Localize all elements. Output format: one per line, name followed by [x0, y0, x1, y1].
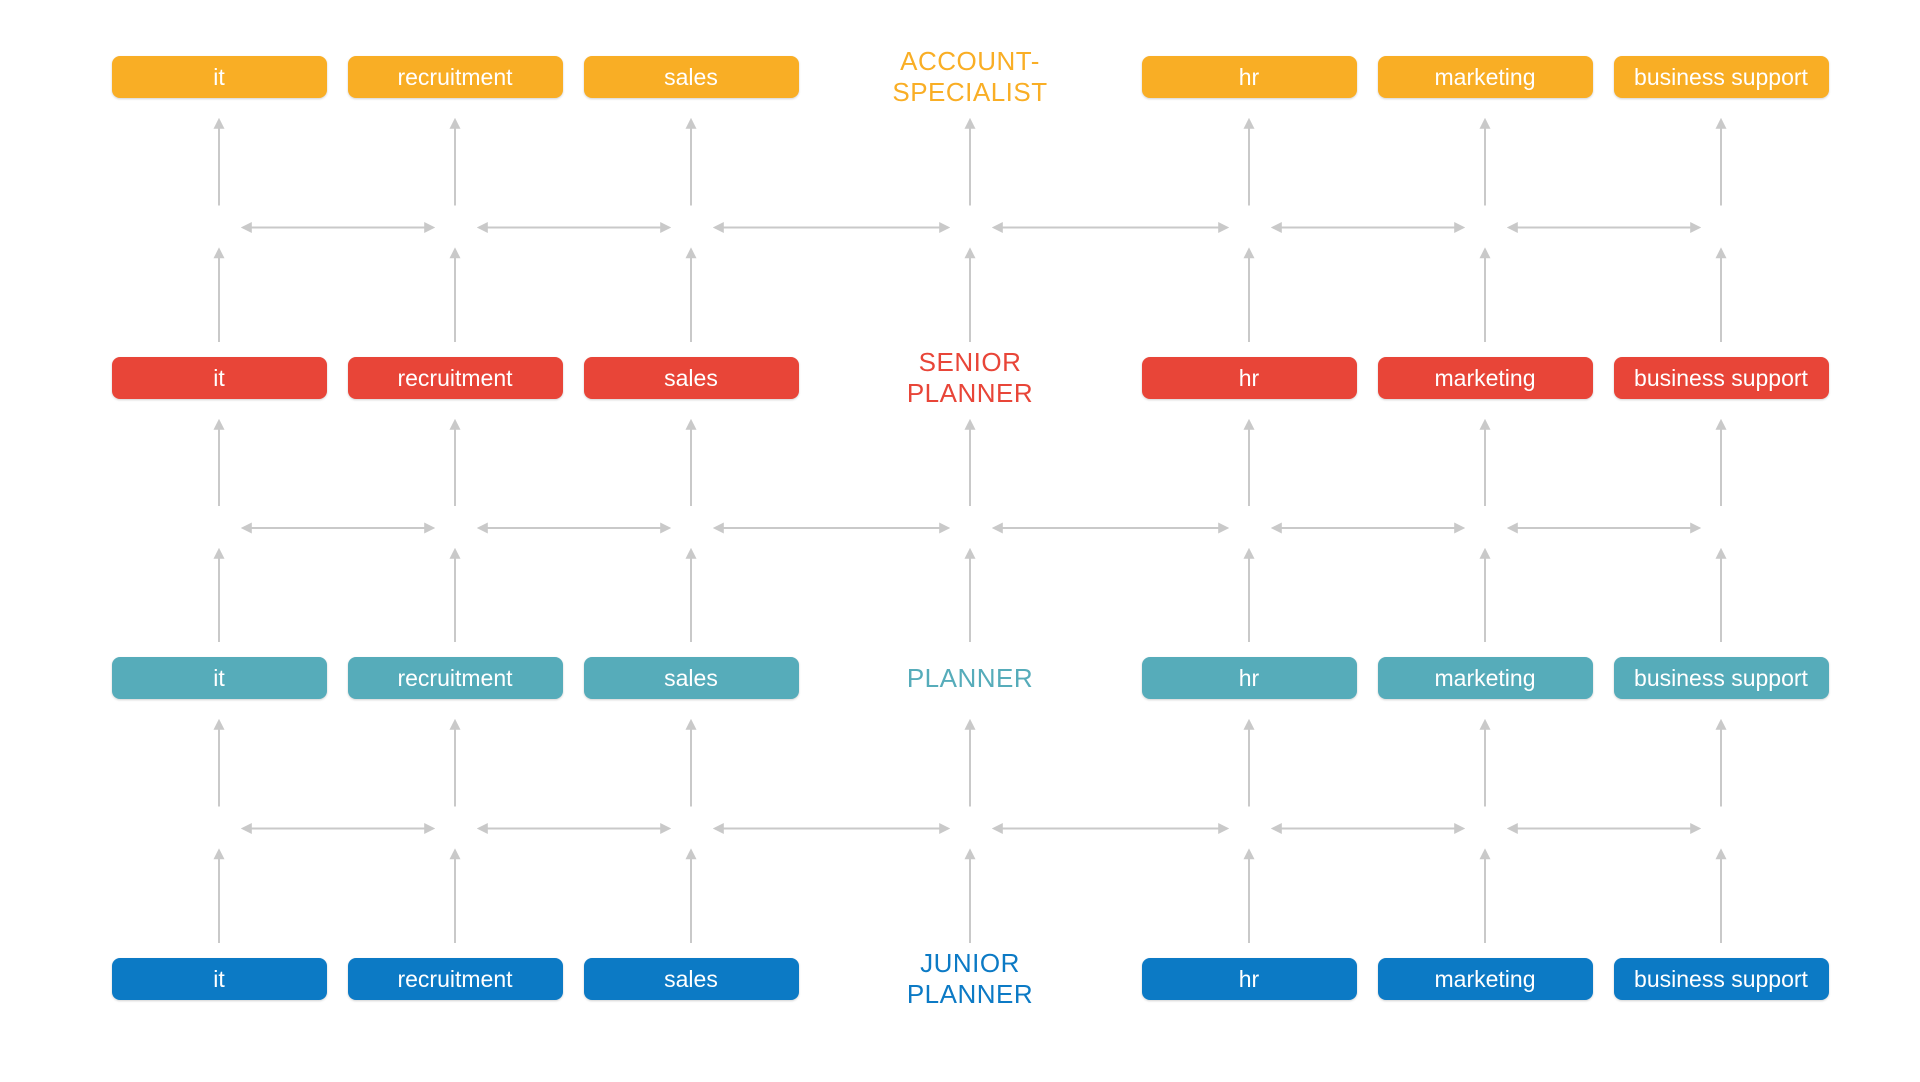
role-box-junior-planner-hr: hr: [1141, 958, 1357, 1000]
level-label-line: SENIOR: [918, 347, 1022, 377]
level-label-line: PLANNER: [906, 979, 1034, 1009]
role-box-junior-planner-sales: sales: [583, 958, 799, 1000]
role-box-planner-business-support: business support: [1613, 657, 1829, 699]
role-box-junior-planner-recruitment: recruitment: [347, 958, 563, 1000]
role-box-account-specialist-sales: sales: [583, 56, 799, 98]
level-label-line: ACCOUNT-: [900, 46, 1040, 76]
role-box-junior-planner-marketing: marketing: [1377, 958, 1593, 1000]
role-box-junior-planner-business-support: business support: [1613, 958, 1829, 1000]
role-box-planner-hr: hr: [1141, 657, 1357, 699]
role-box-account-specialist-it: it: [111, 56, 327, 98]
level-label-line: PLANNER: [906, 662, 1034, 693]
role-box-planner-marketing: marketing: [1377, 657, 1593, 699]
role-box-planner-recruitment: recruitment: [347, 657, 563, 699]
level-label-line: PLANNER: [906, 378, 1034, 408]
role-box-planner-sales: sales: [583, 657, 799, 699]
level-label-line: JUNIOR: [920, 948, 1020, 978]
role-box-account-specialist-business-support: business support: [1613, 56, 1829, 98]
role-box-senior-planner-business-support: business support: [1613, 357, 1829, 399]
role-box-senior-planner-sales: sales: [583, 357, 799, 399]
role-box-account-specialist-recruitment: recruitment: [347, 56, 563, 98]
role-box-planner-it: it: [111, 657, 327, 699]
level-label-line: SPECIALIST: [892, 77, 1048, 107]
role-box-account-specialist-marketing: marketing: [1377, 56, 1593, 98]
role-box-account-specialist-hr: hr: [1141, 56, 1357, 98]
level-label-planner: PLANNER: [850, 663, 1090, 694]
role-box-senior-planner-it: it: [111, 357, 327, 399]
role-box-junior-planner-it: it: [111, 958, 327, 1000]
role-box-senior-planner-recruitment: recruitment: [347, 357, 563, 399]
role-box-senior-planner-marketing: marketing: [1377, 357, 1593, 399]
role-box-senior-planner-hr: hr: [1141, 357, 1357, 399]
level-label-account-specialist: ACCOUNT-SPECIALIST: [850, 46, 1090, 108]
